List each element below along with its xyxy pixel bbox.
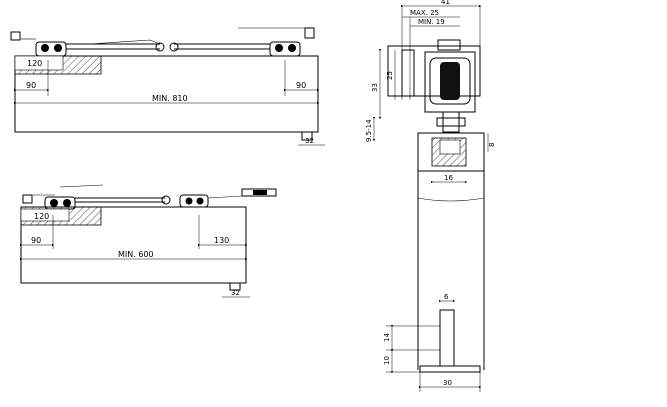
bottom-drawing: 120 90 130 MIN. 600 32	[19, 184, 277, 298]
side-min-label: MIN. 19	[418, 18, 445, 26]
side-dim-6: 6	[444, 293, 449, 301]
side-dim-14: 14	[383, 333, 391, 342]
track-profile	[387, 45, 481, 97]
side-dim-25: 25	[386, 71, 394, 80]
bottom-bottom-dim: 32	[231, 289, 240, 297]
side-dim-33: 33	[371, 83, 379, 92]
side-dim-30: 30	[443, 379, 452, 387]
top-hardware	[10, 27, 315, 57]
bottom-left-dim: 90	[31, 236, 41, 245]
side-top-width: 41	[441, 0, 450, 6]
top-drawing: 120 90 90 MIN. 810 32	[10, 27, 325, 146]
side-dim-16: 16	[444, 174, 453, 182]
top-min-length: MIN. 810	[152, 94, 188, 103]
bottom-hatch-label: 120	[34, 212, 49, 221]
side-dim-range: 9.5-14	[365, 119, 373, 142]
side-max-label: MAX. 25	[410, 9, 439, 17]
door-top	[417, 132, 485, 172]
bottom-right-dim: 130	[214, 236, 229, 245]
top-left-dim: 90	[26, 81, 36, 90]
bottom-hardware	[22, 184, 277, 210]
side-dim-10: 10	[383, 356, 391, 365]
side-dim-8: 8	[488, 143, 496, 147]
floor-guide	[439, 309, 455, 367]
top-right-dim: 90	[296, 81, 306, 90]
bottom-min-length: MIN. 600	[118, 250, 154, 259]
side-section: 41 MAX. 25 MIN. 19 33 25 9.5-14 8 16	[365, 0, 496, 392]
top-hatch-label: 120	[27, 59, 42, 68]
top-bottom-dim: 32	[305, 137, 314, 145]
